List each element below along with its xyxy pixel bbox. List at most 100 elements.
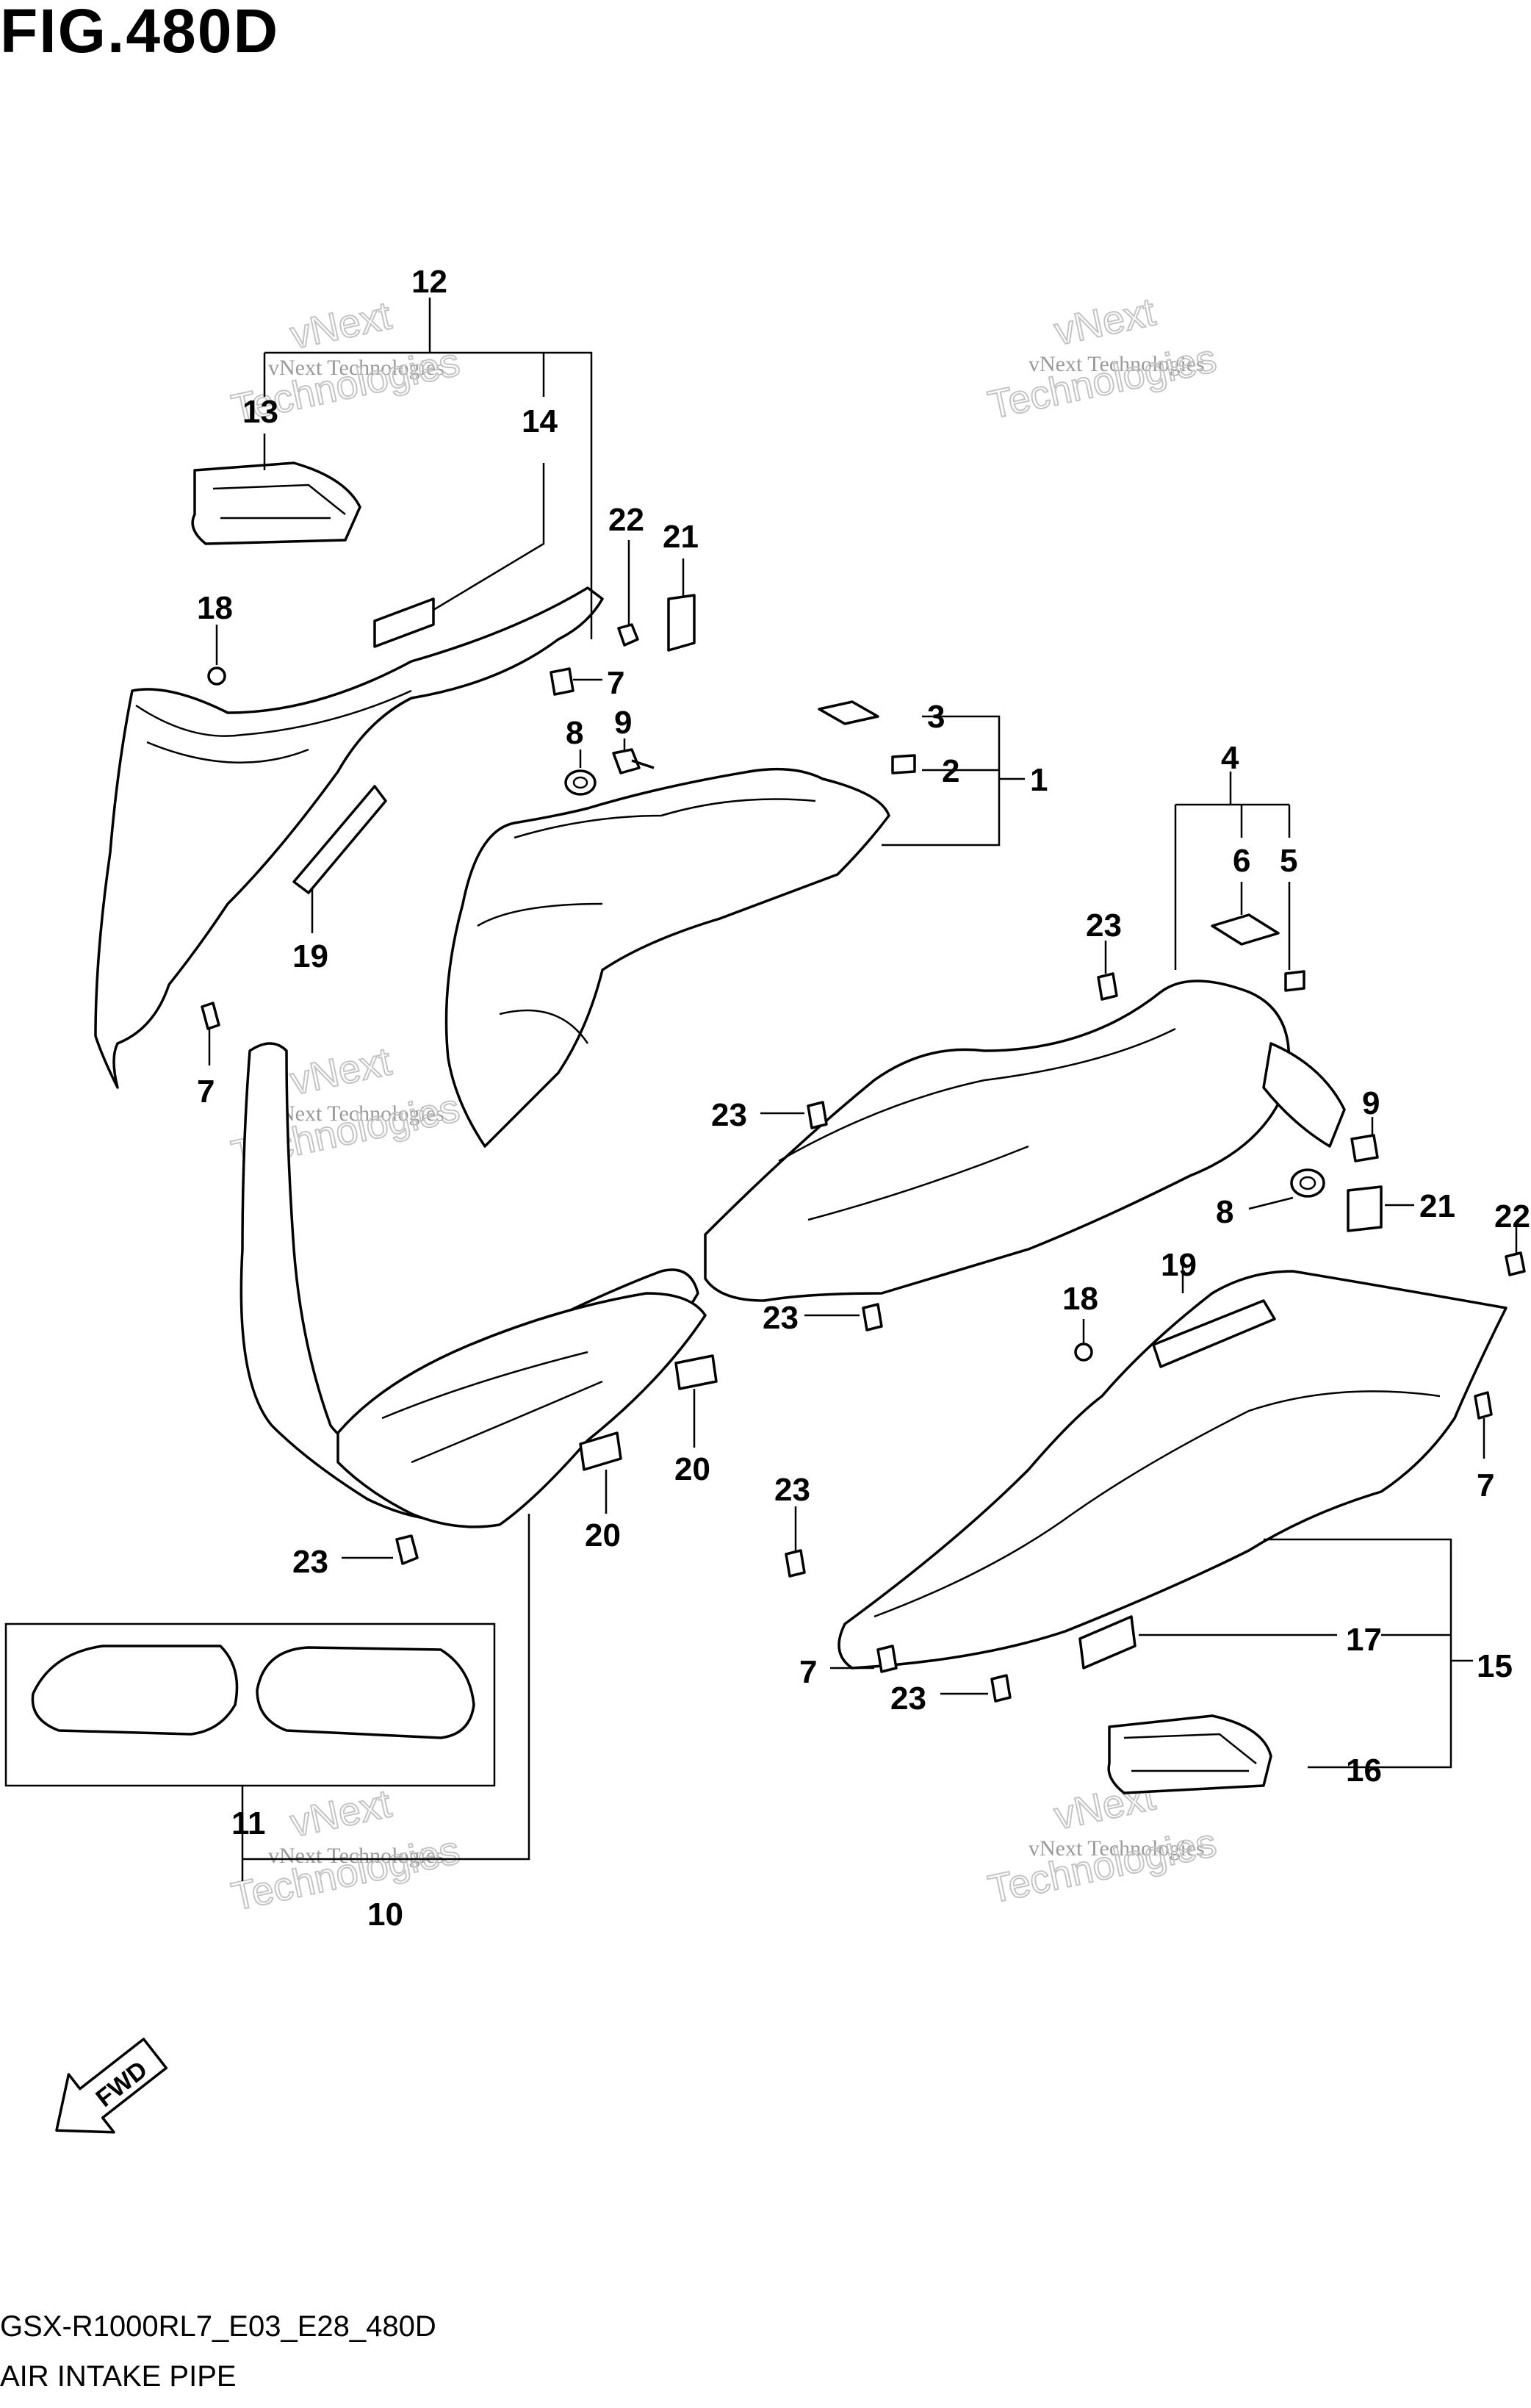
callout-label: 20 [674,1451,710,1487]
sticker-17 [1078,1615,1136,1670]
callout-label: 7 [1477,1467,1494,1503]
callout-label: 19 [292,938,328,974]
sticker-2 [891,754,916,774]
callout-label: 13 [242,394,278,430]
screw-9-upper [612,748,655,774]
emblem-gsxr-lower [1107,1714,1272,1794]
cowl-right-lower [837,1270,1507,1670]
svg-text:Technologies: Technologies [984,337,1220,428]
callout-label: 19 [1161,1247,1197,1283]
svg-text:vNext Technologies: vNext Technologies [268,1844,444,1868]
watermark-bottom-left: vNext vNext Technologies Technologies [227,1780,464,1919]
push-rivet-23-mid [760,1101,828,1129]
callout-label: 3 [927,699,945,735]
push-rivet-23-lower-mid [804,1303,883,1331]
callout-label: 18 [197,590,233,626]
callout-label: 23 [711,1097,747,1133]
bracket-right-ear [1262,1042,1346,1148]
sticker-19-left [292,785,387,894]
panel-11-right [256,1646,475,1739]
callout-label: 8 [566,715,583,751]
part-box-11 [4,1622,496,1787]
sticker-21-upper [667,594,696,652]
push-rivet-23-right-top [1097,972,1118,1001]
svg-text:vNext: vNext [287,293,395,357]
callout-labels: 12 13 14 22 21 18 7 8 9 3 2 1 19 7 4 6 5… [197,264,1530,1933]
callout-label: 23 [774,1472,810,1508]
callout-label: 22 [1494,1198,1530,1234]
emblem-gsxr-upper [191,461,361,545]
callout-label: 15 [1477,1648,1513,1684]
callout-label: 7 [607,665,624,701]
svg-text:vNext Technologies: vNext Technologies [1029,352,1205,376]
svg-text:vNext Technologies: vNext Technologies [268,1101,444,1126]
callout-label: 9 [614,705,632,741]
callout-label: 4 [1221,740,1239,776]
callout-label: 21 [663,519,699,555]
callout-label: 22 [608,502,644,538]
callout-label: 17 [1346,1622,1382,1658]
bracket-4 [1174,772,1291,970]
sticker-5 [1284,970,1305,992]
callout-label: 20 [585,1517,621,1553]
cap-22-upper [617,540,639,647]
callout-label: 23 [1086,908,1122,944]
bolt-18-upper [207,625,226,686]
svg-text:vNext Technologies: vNext Technologies [268,356,444,380]
clip-7-right-upper [1474,1391,1493,1459]
air-intake-pipe-right [704,980,1291,1302]
bracket-10-11 [241,1514,530,1881]
svg-text:vNext: vNext [1051,290,1159,353]
sticker-20-b [579,1431,622,1471]
panel-11-left [31,1645,239,1736]
bracket-15 [1139,1538,1473,1769]
push-rivet-23-left [342,1534,419,1565]
grommet-8-right [1248,1168,1325,1210]
sticker-20-a [674,1354,718,1390]
bracket-1 [882,715,1025,847]
sticker-3 [818,700,879,725]
watermark-top-right: vNext vNext Technologies Technologies [984,289,1221,428]
sticker-21-right [1347,1185,1383,1232]
svg-text:Technologies: Technologies [984,1821,1220,1912]
air-intake-pipe-upper [444,767,890,1148]
side-cover-left-lower [336,1292,707,1528]
callout-label: 9 [1362,1085,1380,1121]
svg-text:vNext Technologies: vNext Technologies [1029,1836,1205,1861]
clip-7-left [201,1002,220,1030]
callout-label: 23 [763,1300,799,1336]
callout-label: 7 [799,1654,817,1690]
callout-label: 12 [411,264,447,300]
screw-9-right [1350,1117,1379,1162]
callout-label: 1 [1030,762,1048,798]
push-rivet-23-right-mid [785,1506,806,1578]
sticker-6 [1211,913,1280,946]
sticker-14 [373,597,435,648]
callout-label: 14 [522,403,558,439]
callout-label: 10 [367,1897,403,1933]
callout-label: 23 [890,1681,926,1717]
callout-label: 6 [1233,843,1250,879]
callout-label: 5 [1280,843,1297,879]
svg-text:vNext: vNext [287,1039,395,1103]
callout-label: 7 [197,1074,215,1110]
sticker-19-right [1152,1299,1276,1368]
svg-text:vNext: vNext [287,1781,395,1845]
callout-label: 8 [1216,1194,1233,1230]
figure-title: FIG.480D [0,0,280,65]
cowl-left-upper [94,586,604,1089]
bracket-12 [263,298,593,639]
model-code: GSX-R1000RL7_E03_E28_480D [0,2310,436,2343]
callout-label: 16 [1346,1753,1382,1789]
svg-text:Technologies: Technologies [228,1828,464,1919]
fwd-arrow-icon: FWD [55,2038,168,2134]
callout-label: 18 [1062,1281,1098,1317]
cap-22-right [1505,1227,1526,1276]
callout-label: 23 [292,1544,328,1580]
section-name: AIR INTAKE PIPE [0,2360,237,2393]
callout-label: 21 [1419,1188,1455,1224]
bolt-18-right [1074,1319,1093,1362]
push-rivet-23-right-low [940,1674,1012,1703]
clip-7-upper [550,667,574,696]
